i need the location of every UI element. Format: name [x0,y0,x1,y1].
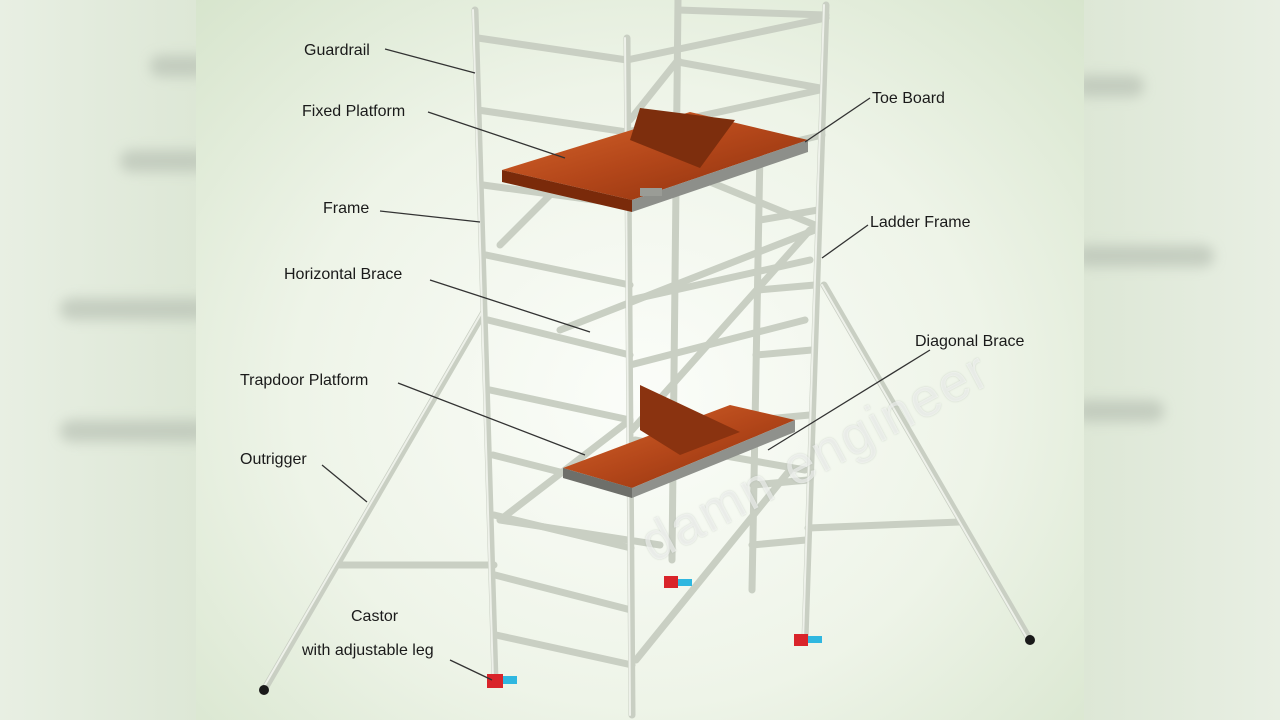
leader-lines [321,48,931,681]
castor-cyan [808,636,822,643]
label-trapdoor-platform: Trapdoor Platform [240,372,369,389]
leader-toe-board [804,97,871,143]
label-diagonal-brace: Diagonal Brace [915,333,1025,350]
leader-horizontal-brace [429,279,591,333]
leader-castor [449,659,493,681]
guardrail-tube [623,14,830,64]
horizontal-brace-tube [556,226,819,334]
castor-red [794,634,808,646]
label-fixed-platform: Fixed Platform [302,103,406,120]
castor-cyan [503,676,517,684]
leader-frame [379,210,481,223]
trapdoor-hatch [640,385,740,455]
label-ladder-frame: Ladder Frame [870,214,971,231]
horizontal-brace-tube [496,191,554,249]
blur-bar [120,150,196,172]
toe-board-edge [632,140,808,212]
outrigger-foot [259,685,269,695]
diagonal-brace-tube [496,516,664,549]
ladder-rung [752,346,816,359]
label-castor-sub: with adjustable leg [302,642,434,659]
castors [259,576,1035,695]
left-blurred-border [0,0,196,720]
label-frame: Frame [323,200,370,217]
leader-ladder-frame [821,224,869,259]
leader-outrigger [321,464,368,503]
blur-bar [1084,245,1214,267]
leader-guardrail [384,48,476,74]
label-castor: Castor [351,608,399,625]
leader-trapdoor-platform [397,382,586,456]
guardrail-tube [474,34,631,64]
guardrail-brace [626,56,682,124]
leader-fixed-platform [427,111,566,159]
label-toe-board: Toe Board [872,90,945,107]
guardrail-tube [474,106,631,136]
blur-bar [1084,400,1164,422]
label-guardrail: Guardrail [304,42,370,59]
fixed-platform [502,108,808,212]
outrigger-right-strut [804,518,964,532]
trapdoor-platform-frame [632,420,795,498]
frame-rung [491,571,635,614]
label-horizontal-brace: Horizontal Brace [284,266,403,283]
outrigger-right [820,281,1034,644]
castor-red [487,674,503,688]
trapdoor-platform-edge [563,468,632,498]
fixed-platform-edge [502,170,632,212]
frame-rung [486,386,634,424]
hatch-hinge [640,188,662,196]
outrigger-left [260,308,488,694]
frame-rung [492,631,636,669]
leader-diagonal-brace [767,349,931,451]
blur-bar [1084,75,1144,97]
ladder-rung [748,536,810,549]
frame-rung [484,316,634,359]
fixed-platform-hatch [630,108,735,168]
castor-cyan [678,579,692,586]
trapdoor-platform [563,385,795,498]
ladder-rung [754,281,819,294]
blur-bar [150,55,196,77]
guardrail-tube [674,6,830,19]
fixed-platform-plank [502,112,808,200]
upright-back-right [801,1,830,644]
diagonal-brace-tube [632,466,794,664]
frame-rung [482,251,634,289]
right-blurred-border [1084,0,1280,720]
outrigger-foot [1025,635,1035,645]
blur-bar [60,420,196,442]
horizontal-brace-tube [626,316,809,369]
guardrail-tube [674,58,824,92]
castor-red [664,576,678,588]
blur-bar [60,298,196,320]
tube-highlights [261,4,1029,716]
label-outrigger: Outrigger [240,451,307,468]
